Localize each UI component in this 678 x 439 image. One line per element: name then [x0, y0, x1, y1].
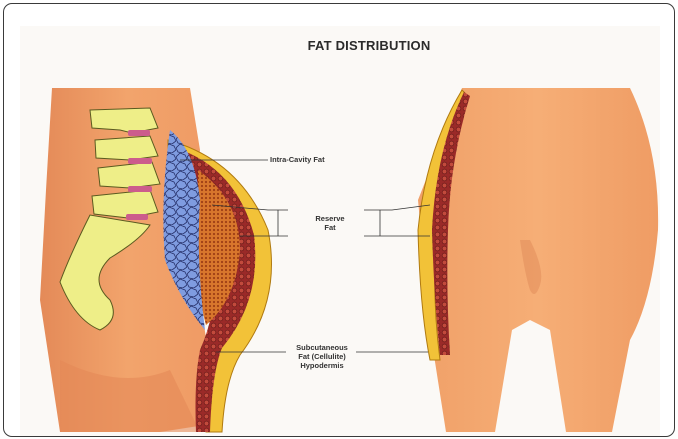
intra-cavity-fat-label: Intra-Cavity Fat: [270, 155, 325, 164]
subcutaneous-line1: Subcutaneous: [286, 343, 358, 352]
diagram-title: FAT DISTRIBUTION: [0, 38, 678, 53]
reserve-fat-line2: Fat: [300, 223, 360, 232]
subcutaneous-fat-label: Subcutaneous Fat (Cellulite) Hypodermis: [286, 343, 358, 370]
intra-cavity-fat-text: Intra-Cavity Fat: [270, 155, 325, 164]
subcutaneous-line2: Fat (Cellulite): [286, 352, 358, 361]
subcutaneous-line3: Hypodermis: [286, 361, 358, 370]
reserve-fat-line1: Reserve: [300, 214, 360, 223]
rear-view-hips-illustration: [418, 88, 658, 432]
reserve-fat-label: Reserve Fat: [300, 214, 360, 232]
